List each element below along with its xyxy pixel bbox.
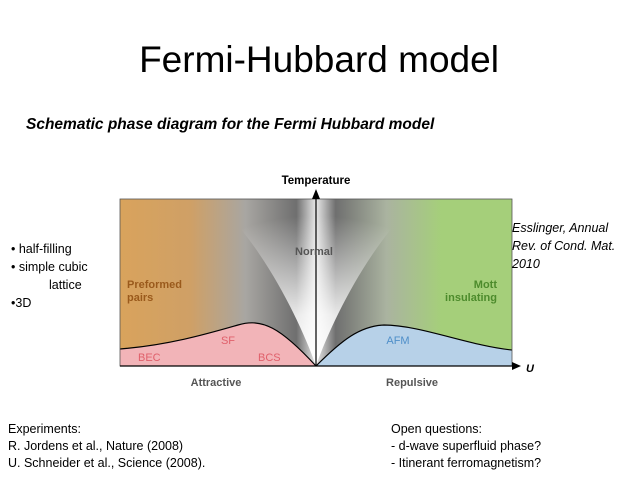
question-2: - Itinerant ferromagnetism? xyxy=(391,456,542,470)
question-1: - d-wave superfluid phase? xyxy=(391,439,542,453)
bec-label: BEC xyxy=(138,352,161,364)
open-questions-block: Open questions: - d-wave superfluid phas… xyxy=(391,421,541,472)
bullet-half-filling: • half-filling xyxy=(11,242,72,256)
bullet-simple-cubic: • simple cubic xyxy=(11,260,88,274)
afm-boundary xyxy=(315,324,513,367)
afm-region xyxy=(316,325,512,366)
citation-line-1: Esslinger, Annual xyxy=(512,221,609,235)
conditions-list: • half-filling • simple cubic lattice •3… xyxy=(11,240,88,312)
bullet-3d: •3D xyxy=(11,296,32,310)
citation-line-3: 2010 xyxy=(512,257,540,271)
mott-label-2: insulating xyxy=(445,292,497,304)
u-label: U xyxy=(526,363,535,375)
experiments-heading: Experiments: xyxy=(8,422,81,436)
bullet-lattice: lattice xyxy=(49,278,82,292)
questions-heading: Open questions: xyxy=(391,422,483,436)
temperature-arrowhead xyxy=(312,189,320,199)
experiment-ref-2: U. Schneider et al., Science (2008). xyxy=(8,456,206,470)
temperature-label: Temperature xyxy=(282,175,351,187)
citation: Esslinger, Annual Rev. of Cond. Mat. 201… xyxy=(512,219,615,273)
experiment-ref-1: R. Jordens et al., Nature (2008) xyxy=(8,439,184,453)
slide-title: Fermi-Hubbard model xyxy=(139,39,499,80)
experiments-block: Experiments: R. Jordens et al., Nature (… xyxy=(8,421,205,472)
sf-label: SF xyxy=(221,335,235,347)
preformed-label-2: pairs xyxy=(127,292,153,304)
preformed-label-1: Preformed xyxy=(127,279,182,291)
attractive-label: Attractive xyxy=(191,377,242,389)
normal-label: Normal xyxy=(295,246,333,258)
bcs-label: BCS xyxy=(258,352,281,364)
diagram-subtitle: Schematic phase diagram for the Fermi Hu… xyxy=(26,116,435,133)
mott-label-1: Mott xyxy=(474,279,498,291)
superfluid-region xyxy=(120,322,316,366)
repulsive-label: Repulsive xyxy=(386,377,438,389)
afm-label: AFM xyxy=(386,335,409,347)
sf-boundary xyxy=(119,322,317,367)
u-arrowhead xyxy=(512,362,521,370)
citation-line-2: Rev. of Cond. Mat. xyxy=(512,239,616,253)
